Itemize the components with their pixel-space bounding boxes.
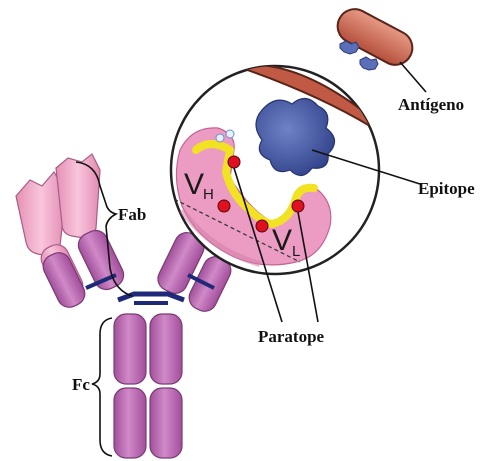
binding-dot-2 (218, 200, 230, 212)
vl-label: V (272, 224, 292, 257)
paratope-label: Paratope (258, 327, 325, 346)
fc-bracket (92, 318, 112, 456)
binding-dot-4 (292, 200, 304, 212)
antigen-leader (400, 62, 426, 92)
fc-label: Fc (72, 375, 90, 394)
blob-1 (216, 134, 224, 142)
vh-subscript: H (203, 186, 214, 203)
antigen-label: Antígeno (398, 95, 464, 114)
left-heavy-chain (56, 154, 100, 238)
fc-region (114, 314, 182, 458)
antigen-epitope-small-2 (360, 57, 378, 70)
blob-2 (226, 130, 234, 138)
fab-label: Fab (118, 205, 146, 224)
binding-dot-3 (256, 220, 268, 232)
vh-label: V (184, 168, 204, 201)
magnified-binding-site: V H V L (168, 65, 392, 274)
vl-subscript: L (292, 243, 300, 260)
binding-dot-1 (228, 156, 240, 168)
epitope-label: Epitope (418, 179, 475, 198)
antigen (332, 3, 419, 71)
antigen-epitope-small-1 (340, 41, 359, 54)
